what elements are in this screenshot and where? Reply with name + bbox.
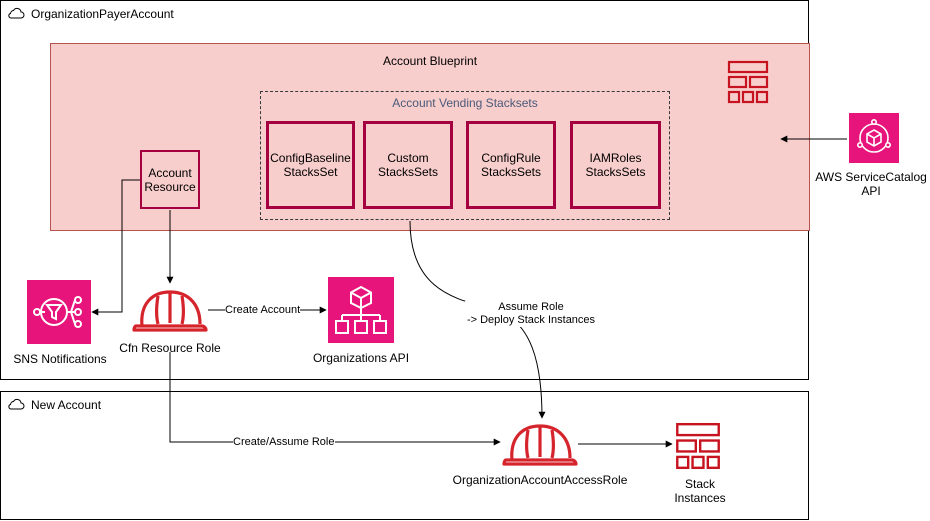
service-catalog-label: AWS ServiceCatalog API — [815, 170, 927, 198]
cloud-icon — [8, 398, 25, 410]
create-assume-role-label: Create/Assume Role — [233, 436, 335, 449]
service-catalog-icon — [849, 113, 899, 163]
account-resource: Account Resource — [140, 150, 200, 209]
assume-role-label: Assume Role -> Deploy Stack Instances — [465, 301, 597, 327]
iamroles-stacksets: IAMRoles StacksSets — [570, 121, 661, 209]
cloudformation-stack-icon — [676, 422, 720, 470]
cloudformation-stack-icon — [727, 60, 769, 104]
create-account-label: Create Account — [225, 304, 301, 317]
sns-notifications-label: SNS Notifications — [13, 352, 107, 366]
account-vending-stacksets-title: Account Vending Stacksets — [392, 96, 538, 110]
iam-role-helmet-icon — [132, 290, 208, 332]
organizations-api-label: Organizations API — [312, 351, 410, 365]
account-blueprint-title: Account Blueprint — [382, 54, 478, 68]
configrule-stacksets: ConfigRule StacksSets — [466, 121, 556, 209]
new-account-title: New Account — [31, 398, 102, 412]
access-role-label: OrganizationAccountAccessRole — [452, 473, 628, 487]
edge-resource-to-sns — [91, 179, 140, 316]
custom-stacksets: Custom StacksSets — [363, 121, 453, 209]
cfn-resource-role-label: Cfn Resource Role — [119, 341, 221, 355]
iam-role-helmet-icon — [502, 424, 578, 466]
payer-account-title: OrganizationPayerAccount — [31, 7, 174, 21]
organizations-icon — [328, 277, 394, 343]
new-account-group: New Account — [0, 391, 809, 520]
edge-create-assume-role — [169, 352, 501, 446]
configbaseline-stackset: ConfigBaseline StacksSet — [266, 121, 355, 209]
sns-icon — [27, 280, 91, 344]
account-vending-stacksets: Account Vending Stacksets — [260, 91, 670, 220]
account-blueprint: Account Blueprint — [50, 43, 810, 231]
stack-instances-label: Stack Instances — [674, 477, 726, 505]
cloud-icon — [8, 7, 25, 19]
